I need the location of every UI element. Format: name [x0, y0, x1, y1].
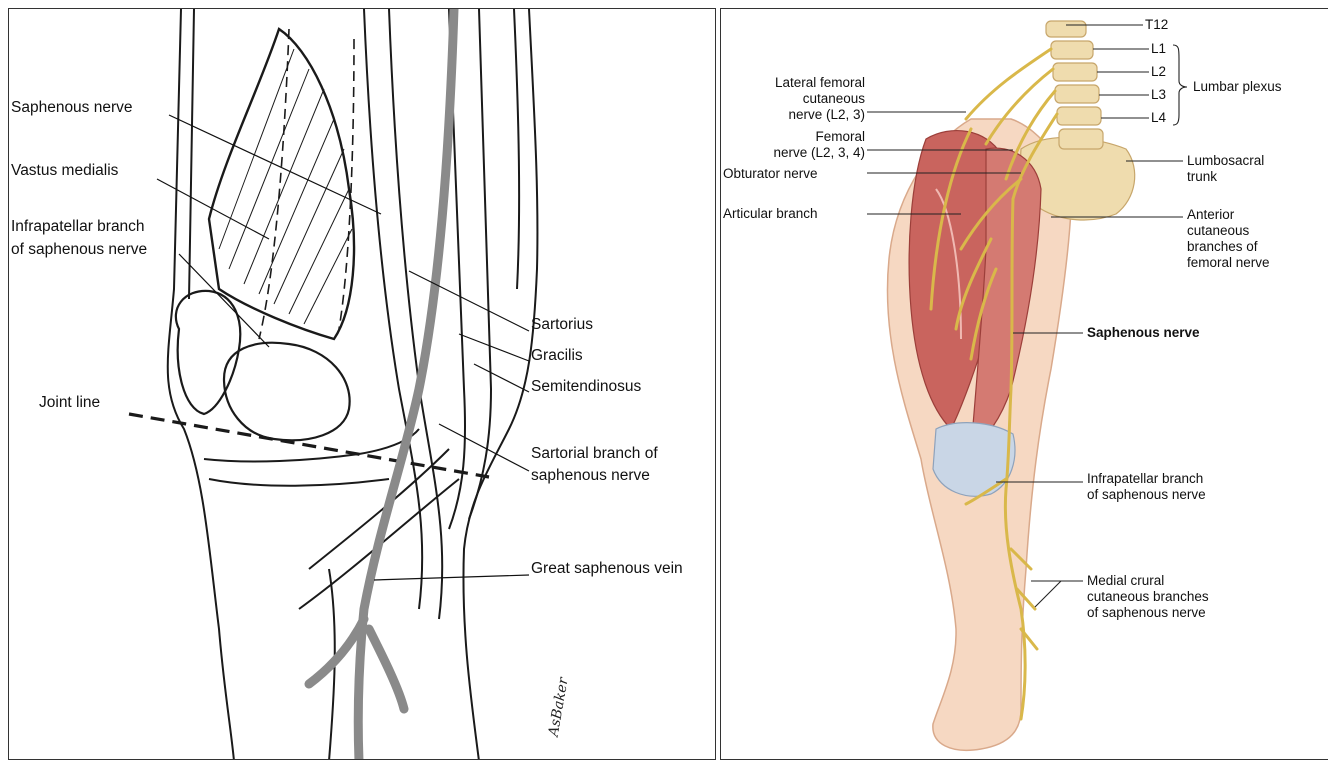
- label-sartorial-branch-1: Sartorial branch of: [531, 445, 658, 463]
- label-sartorius: Sartorius: [531, 316, 593, 334]
- label-l2: L2: [1151, 64, 1166, 80]
- label-lumbar-plexus: Lumbar plexus: [1193, 79, 1282, 95]
- label-anterior-cutaneous-3: branches of: [1187, 239, 1258, 255]
- knee-capsule: [933, 423, 1015, 497]
- label-semitendinosus: Semitendinosus: [531, 378, 641, 396]
- label-gracilis: Gracilis: [531, 347, 583, 365]
- label-lumbosacral-1: Lumbosacral: [1187, 153, 1264, 169]
- label-femoral-2: nerve (L2, 3, 4): [721, 145, 865, 161]
- label-anterior-cutaneous-2: cutaneous: [1187, 223, 1249, 239]
- label-infrapatellar-2: of saphenous nerve: [1087, 487, 1206, 503]
- label-medial-crural-3: of saphenous nerve: [1087, 605, 1206, 621]
- label-vastus-medialis: Vastus medialis: [11, 162, 118, 180]
- label-l3: L3: [1151, 87, 1166, 103]
- label-obturator-nerve: Obturator nerve: [723, 166, 818, 182]
- label-lateral-femoral-2: cutaneous: [721, 91, 865, 107]
- label-infrapatellar-2: of saphenous nerve: [11, 241, 147, 259]
- label-anterior-cutaneous-4: femoral nerve: [1187, 255, 1270, 271]
- label-medial-crural-1: Medial crural: [1087, 573, 1164, 589]
- label-joint-line: Joint line: [39, 394, 100, 412]
- label-femoral-1: Femoral: [721, 129, 865, 145]
- label-infrapatellar-1: Infrapatellar branch: [1087, 471, 1203, 487]
- label-sartorial-branch-2: saphenous nerve: [531, 467, 650, 485]
- lumbar-spine: [1046, 21, 1103, 149]
- label-l1: L1: [1151, 41, 1166, 57]
- label-saphenous-nerve: Saphenous nerve: [1087, 325, 1200, 341]
- label-lumbosacral-2: trunk: [1187, 169, 1217, 185]
- label-t12: T12: [1145, 17, 1168, 33]
- knee-illustration-panel: Saphenous nerve Vastus medialis Infrapat…: [8, 8, 716, 760]
- label-medial-crural-2: cutaneous branches: [1087, 589, 1209, 605]
- label-lateral-femoral-3: nerve (L2, 3): [721, 107, 865, 123]
- label-infrapatellar-1: Infrapatellar branch: [11, 218, 145, 236]
- label-saphenous-nerve: Saphenous nerve: [11, 99, 133, 117]
- label-anterior-cutaneous-1: Anterior: [1187, 207, 1234, 223]
- lumbar-plexus-illustration-panel: T12 L1 L2 L3 L4 Lumbar plexus Lateral fe…: [720, 8, 1328, 760]
- label-lateral-femoral-1: Lateral femoral: [721, 75, 865, 91]
- label-great-saphenous-vein: Great saphenous vein: [531, 560, 683, 578]
- label-l4: L4: [1151, 110, 1166, 126]
- label-articular-branch: Articular branch: [723, 206, 818, 222]
